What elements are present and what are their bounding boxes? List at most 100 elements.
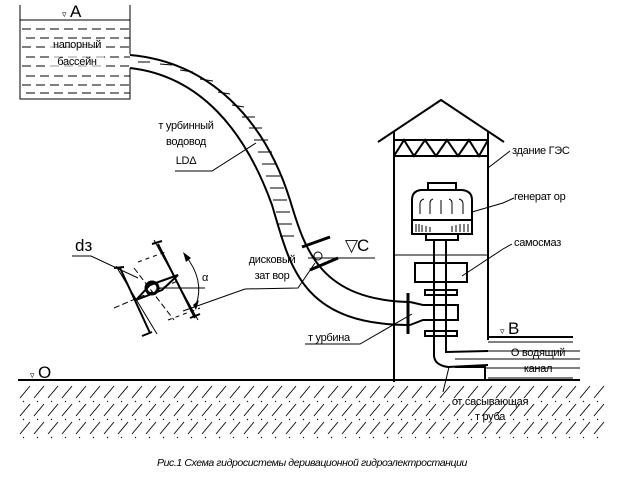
ground bbox=[18, 379, 605, 439]
turbine bbox=[409, 301, 459, 326]
hatch-dot bbox=[120, 436, 123, 439]
hatch-stroke bbox=[453, 421, 465, 435]
hatch-stroke bbox=[593, 385, 605, 399]
figure-caption: Рис.1 Схема гидросистемы деривационной г… bbox=[157, 457, 468, 469]
hatch-stroke bbox=[341, 403, 353, 417]
hatch-dot bbox=[246, 400, 249, 403]
hatch-stroke bbox=[565, 421, 577, 435]
hatch-dot bbox=[64, 436, 67, 439]
hatch-stroke bbox=[593, 403, 605, 417]
hatch-dot bbox=[288, 418, 291, 421]
hatch-stroke bbox=[145, 403, 157, 417]
hatch-stroke bbox=[229, 403, 241, 417]
hatch-dot bbox=[386, 418, 389, 421]
hatch-stroke bbox=[369, 421, 381, 435]
ground-hatching bbox=[19, 385, 605, 439]
hatch-dot bbox=[414, 400, 417, 403]
hatch-dot bbox=[190, 418, 193, 421]
hatch-stroke bbox=[33, 403, 45, 417]
hatch-stroke bbox=[89, 385, 101, 399]
hatch-stroke bbox=[117, 403, 129, 417]
hatch-stroke bbox=[355, 403, 367, 417]
hatch-stroke bbox=[439, 421, 451, 435]
level-c-label: C bbox=[357, 236, 369, 255]
tailrace-label: О водящий канал bbox=[511, 347, 566, 375]
hatch-stroke bbox=[19, 385, 31, 399]
hatch-stroke bbox=[61, 421, 73, 435]
hatch-stroke bbox=[103, 403, 115, 417]
hatch-dot bbox=[330, 418, 333, 421]
hatch-stroke bbox=[523, 403, 535, 417]
hatch-dot bbox=[442, 400, 445, 403]
hatch-stroke bbox=[117, 385, 129, 399]
hatch-stroke bbox=[411, 403, 423, 417]
valve-angle-label: α bbox=[202, 272, 209, 284]
hatch-stroke bbox=[215, 421, 227, 435]
building-callout: здание ГЭС bbox=[487, 145, 570, 169]
coupling-label: самосмаз bbox=[514, 237, 561, 249]
hatch-dot bbox=[316, 436, 319, 439]
hatch-stroke bbox=[341, 385, 353, 399]
hatch-dot bbox=[50, 436, 53, 439]
hatch-stroke bbox=[89, 403, 101, 417]
coupling-callout: самосмаз bbox=[461, 237, 562, 277]
hatch-dot bbox=[246, 436, 249, 439]
hatch-dot bbox=[540, 400, 543, 403]
hatch-stroke bbox=[327, 385, 339, 399]
hatch-dot bbox=[358, 436, 361, 439]
hatch-stroke bbox=[551, 385, 563, 399]
powerhouse-building bbox=[377, 98, 505, 382]
hatch-dot bbox=[274, 400, 277, 403]
hatch-stroke bbox=[523, 385, 535, 399]
hatch-dot bbox=[78, 418, 81, 421]
hatch-stroke bbox=[19, 403, 31, 417]
hatch-stroke bbox=[215, 403, 227, 417]
hatch-dot bbox=[512, 418, 515, 421]
hatch-stroke bbox=[257, 421, 269, 435]
hatch-dot bbox=[442, 418, 445, 421]
hatch-dot bbox=[218, 400, 221, 403]
hatch-stroke bbox=[243, 421, 255, 435]
tailrace-label-line2: канал bbox=[524, 363, 552, 375]
hatch-stroke bbox=[243, 385, 255, 399]
hatch-dot bbox=[470, 418, 473, 421]
hatch-stroke bbox=[551, 421, 563, 435]
hatch-stroke bbox=[593, 421, 605, 435]
hatch-stroke bbox=[47, 385, 59, 399]
hatch-stroke bbox=[509, 403, 521, 417]
hatch-dot bbox=[582, 400, 585, 403]
hatch-stroke bbox=[523, 421, 535, 435]
hatch-stroke bbox=[285, 403, 297, 417]
penstock-label-line3: LDΔ bbox=[176, 155, 197, 167]
hatch-dot bbox=[302, 436, 305, 439]
hatch-dot bbox=[22, 418, 25, 421]
hatch-stroke bbox=[551, 403, 563, 417]
hatch-stroke bbox=[425, 385, 437, 399]
building-label: здание ГЭС bbox=[512, 145, 570, 157]
hatch-dot bbox=[484, 418, 487, 421]
hatch-dot bbox=[92, 400, 95, 403]
level-mark-a: ▿ A bbox=[62, 2, 82, 21]
valve-diameter-label: dз bbox=[75, 236, 92, 255]
hatch-dot bbox=[526, 418, 529, 421]
hatch-dot bbox=[330, 436, 333, 439]
generator bbox=[411, 182, 473, 241]
hatch-dot bbox=[372, 418, 375, 421]
hatch-dot bbox=[554, 418, 557, 421]
hatch-dot bbox=[484, 400, 487, 403]
hatch-stroke bbox=[579, 403, 591, 417]
hatch-dot bbox=[498, 436, 501, 439]
hatch-dot bbox=[456, 436, 459, 439]
hatch-dot bbox=[218, 418, 221, 421]
hatch-stroke bbox=[159, 403, 171, 417]
hatch-stroke bbox=[47, 403, 59, 417]
hatch-dot bbox=[344, 418, 347, 421]
hatch-dot bbox=[148, 436, 151, 439]
hatch-dot bbox=[106, 436, 109, 439]
tailrace-canal bbox=[488, 336, 573, 379]
hatch-dot bbox=[568, 436, 571, 439]
hatch-stroke bbox=[537, 403, 549, 417]
hatch-dot bbox=[540, 418, 543, 421]
hatch-dot bbox=[456, 418, 459, 421]
